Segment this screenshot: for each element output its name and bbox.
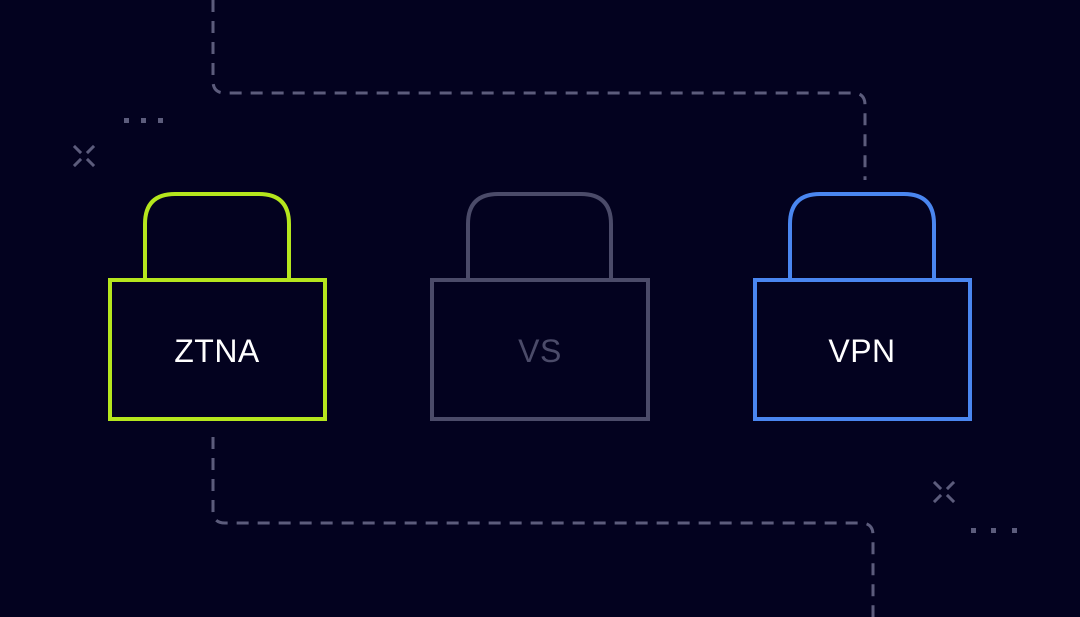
lock-label-ztna: ZTNA xyxy=(174,333,260,369)
cross-mark-icon xyxy=(932,480,956,504)
cross-mark-icon xyxy=(72,144,96,168)
dots-decoration xyxy=(971,528,1017,533)
lock-label-vpn: VPN xyxy=(828,333,896,369)
dots-decoration xyxy=(124,118,163,123)
dashed-connector-top xyxy=(211,0,867,180)
lock-ztna-icon xyxy=(108,192,327,421)
lock-label-vs: VS xyxy=(518,333,562,369)
lock-vs-icon xyxy=(430,192,650,421)
lock-vpn-icon xyxy=(753,192,972,421)
dashed-connector-bottom xyxy=(211,437,875,617)
